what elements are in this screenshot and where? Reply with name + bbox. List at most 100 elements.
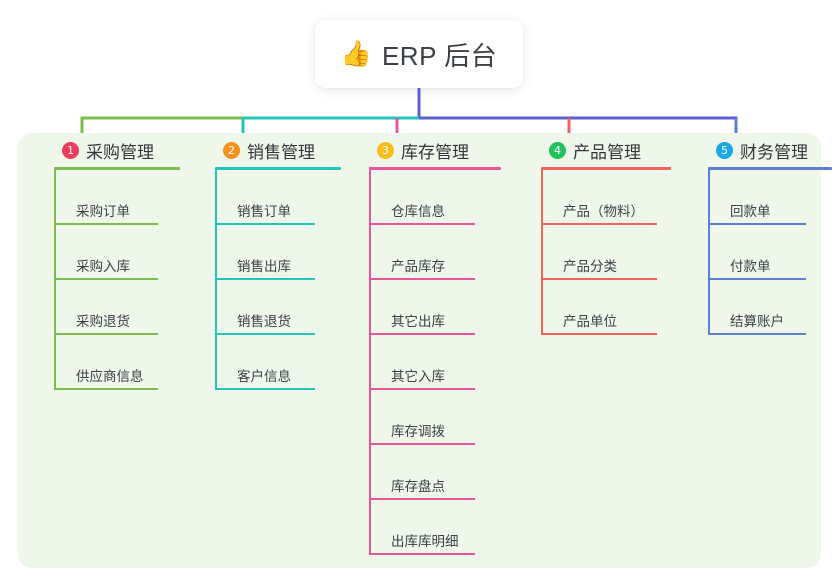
module-item-underline bbox=[215, 223, 315, 225]
module-item[interactable]: 采购退货 bbox=[54, 280, 200, 335]
module-item[interactable]: 回款单 bbox=[708, 170, 839, 225]
module-spine bbox=[54, 170, 56, 390]
module-header-3[interactable]: 3 库存管理 bbox=[355, 133, 525, 167]
diagram-title-card[interactable]: 👍 ERP 后台 bbox=[315, 20, 523, 88]
module-badge-icon: 2 bbox=[223, 141, 240, 159]
module-item[interactable]: 供应商信息 bbox=[54, 335, 200, 390]
module-item-underline bbox=[708, 278, 806, 280]
module-header-4[interactable]: 4 产品管理 bbox=[527, 133, 703, 167]
module-item[interactable]: 采购订单 bbox=[54, 170, 200, 225]
module-item[interactable]: 销售订单 bbox=[215, 170, 361, 225]
module-item-underline bbox=[54, 388, 158, 390]
module-item-label: 产品（物料） bbox=[563, 204, 644, 219]
module-item-underline bbox=[541, 333, 657, 335]
module-title: 采购管理 bbox=[86, 142, 154, 162]
module-item-underline bbox=[369, 553, 475, 555]
module-badge-icon: 1 bbox=[62, 141, 79, 159]
module-item-underline bbox=[54, 223, 158, 225]
module-item-underline bbox=[369, 443, 475, 445]
module-items: 仓库信息产品库存其它出库其它入库库存调拨库存盘点出库库明细 bbox=[369, 170, 525, 555]
module-header-rule bbox=[708, 167, 832, 170]
module-item[interactable]: 付款单 bbox=[708, 225, 839, 280]
module-spine bbox=[541, 170, 543, 335]
module-item-label: 客户信息 bbox=[237, 369, 291, 384]
module-item-label: 回款单 bbox=[730, 204, 771, 219]
module-item-underline bbox=[708, 333, 806, 335]
module-header-2[interactable]: 2 销售管理 bbox=[201, 133, 361, 167]
module-column-3: 3 库存管理仓库信息产品库存其它出库其它入库库存调拨库存盘点出库库明细 bbox=[355, 133, 525, 555]
module-item[interactable]: 仓库信息 bbox=[369, 170, 525, 225]
module-item-underline bbox=[369, 498, 475, 500]
module-spine bbox=[369, 170, 371, 555]
module-item-underline bbox=[541, 278, 657, 280]
module-header-rule bbox=[369, 167, 501, 170]
module-item[interactable]: 产品库存 bbox=[369, 225, 525, 280]
module-item-underline bbox=[369, 278, 475, 280]
module-item-label: 采购订单 bbox=[76, 204, 130, 219]
module-spine bbox=[215, 170, 217, 390]
module-item-underline bbox=[54, 278, 158, 280]
module-item[interactable]: 库存调拨 bbox=[369, 390, 525, 445]
module-header-rule bbox=[54, 167, 180, 170]
module-item-label: 产品库存 bbox=[391, 259, 445, 274]
module-spine bbox=[708, 170, 710, 335]
module-item-underline bbox=[54, 333, 158, 335]
page-title: ERP 后台 bbox=[381, 40, 498, 71]
module-column-2: 2 销售管理销售订单销售出库销售退货客户信息 bbox=[201, 133, 361, 390]
module-item-underline bbox=[215, 388, 315, 390]
module-item[interactable]: 库存盘点 bbox=[369, 445, 525, 500]
module-item-label: 采购入库 bbox=[76, 259, 130, 274]
module-badge-icon: 5 bbox=[716, 141, 733, 159]
module-badge-icon: 4 bbox=[549, 141, 566, 159]
modules-panel bbox=[18, 133, 821, 568]
module-item-label: 库存盘点 bbox=[391, 479, 445, 494]
module-item-label: 销售订单 bbox=[237, 204, 291, 219]
module-title: 产品管理 bbox=[573, 142, 641, 162]
module-item[interactable]: 销售出库 bbox=[215, 225, 361, 280]
module-item-underline bbox=[708, 223, 806, 225]
module-items: 回款单付款单结算账户 bbox=[708, 170, 839, 335]
module-items: 销售订单销售出库销售退货客户信息 bbox=[215, 170, 361, 390]
thumbs-up-icon: 👍 bbox=[340, 39, 372, 68]
module-item[interactable]: 结算账户 bbox=[708, 280, 839, 335]
module-column-4: 4 产品管理产品（物料） 产品分类产品单位 bbox=[527, 133, 703, 335]
module-item-underline bbox=[369, 388, 475, 390]
module-item[interactable]: 其它出库 bbox=[369, 280, 525, 335]
module-item[interactable]: 其它入库 bbox=[369, 335, 525, 390]
module-item[interactable]: 产品（物料） bbox=[541, 170, 703, 225]
module-item-underline bbox=[215, 278, 315, 280]
module-item-underline bbox=[369, 333, 475, 335]
module-item[interactable]: 产品单位 bbox=[541, 280, 703, 335]
module-item-label: 产品分类 bbox=[563, 259, 617, 274]
module-item-label: 采购退货 bbox=[76, 314, 130, 329]
module-column-1: 1 采购管理采购订单采购入库采购退货供应商信息 bbox=[40, 133, 200, 390]
module-badge-icon: 3 bbox=[377, 141, 394, 159]
module-item[interactable]: 销售退货 bbox=[215, 280, 361, 335]
module-item-label: 其它出库 bbox=[391, 314, 445, 329]
module-item[interactable]: 采购入库 bbox=[54, 225, 200, 280]
module-item[interactable]: 客户信息 bbox=[215, 335, 361, 390]
module-title: 库存管理 bbox=[401, 142, 469, 162]
module-item-label: 销售出库 bbox=[237, 259, 291, 274]
module-item-label: 付款单 bbox=[730, 259, 771, 274]
module-title: 销售管理 bbox=[247, 142, 315, 162]
module-item-label: 其它入库 bbox=[391, 369, 445, 384]
module-item[interactable]: 产品分类 bbox=[541, 225, 703, 280]
module-item-label: 产品单位 bbox=[563, 314, 617, 329]
module-item[interactable]: 出库库明细 bbox=[369, 500, 525, 555]
module-item-underline bbox=[369, 223, 475, 225]
module-item-label: 销售退货 bbox=[237, 314, 291, 329]
module-header-rule bbox=[541, 167, 671, 170]
module-item-label: 出库库明细 bbox=[391, 534, 459, 549]
module-header-1[interactable]: 1 采购管理 bbox=[40, 133, 200, 167]
module-item-label: 供应商信息 bbox=[76, 369, 144, 384]
module-items: 采购订单采购入库采购退货供应商信息 bbox=[54, 170, 200, 390]
module-item-label: 库存调拨 bbox=[391, 424, 445, 439]
module-item-label: 结算账户 bbox=[730, 314, 784, 329]
module-header-rule bbox=[215, 167, 341, 170]
module-item-underline bbox=[215, 333, 315, 335]
module-items: 产品（物料） 产品分类产品单位 bbox=[541, 170, 703, 335]
